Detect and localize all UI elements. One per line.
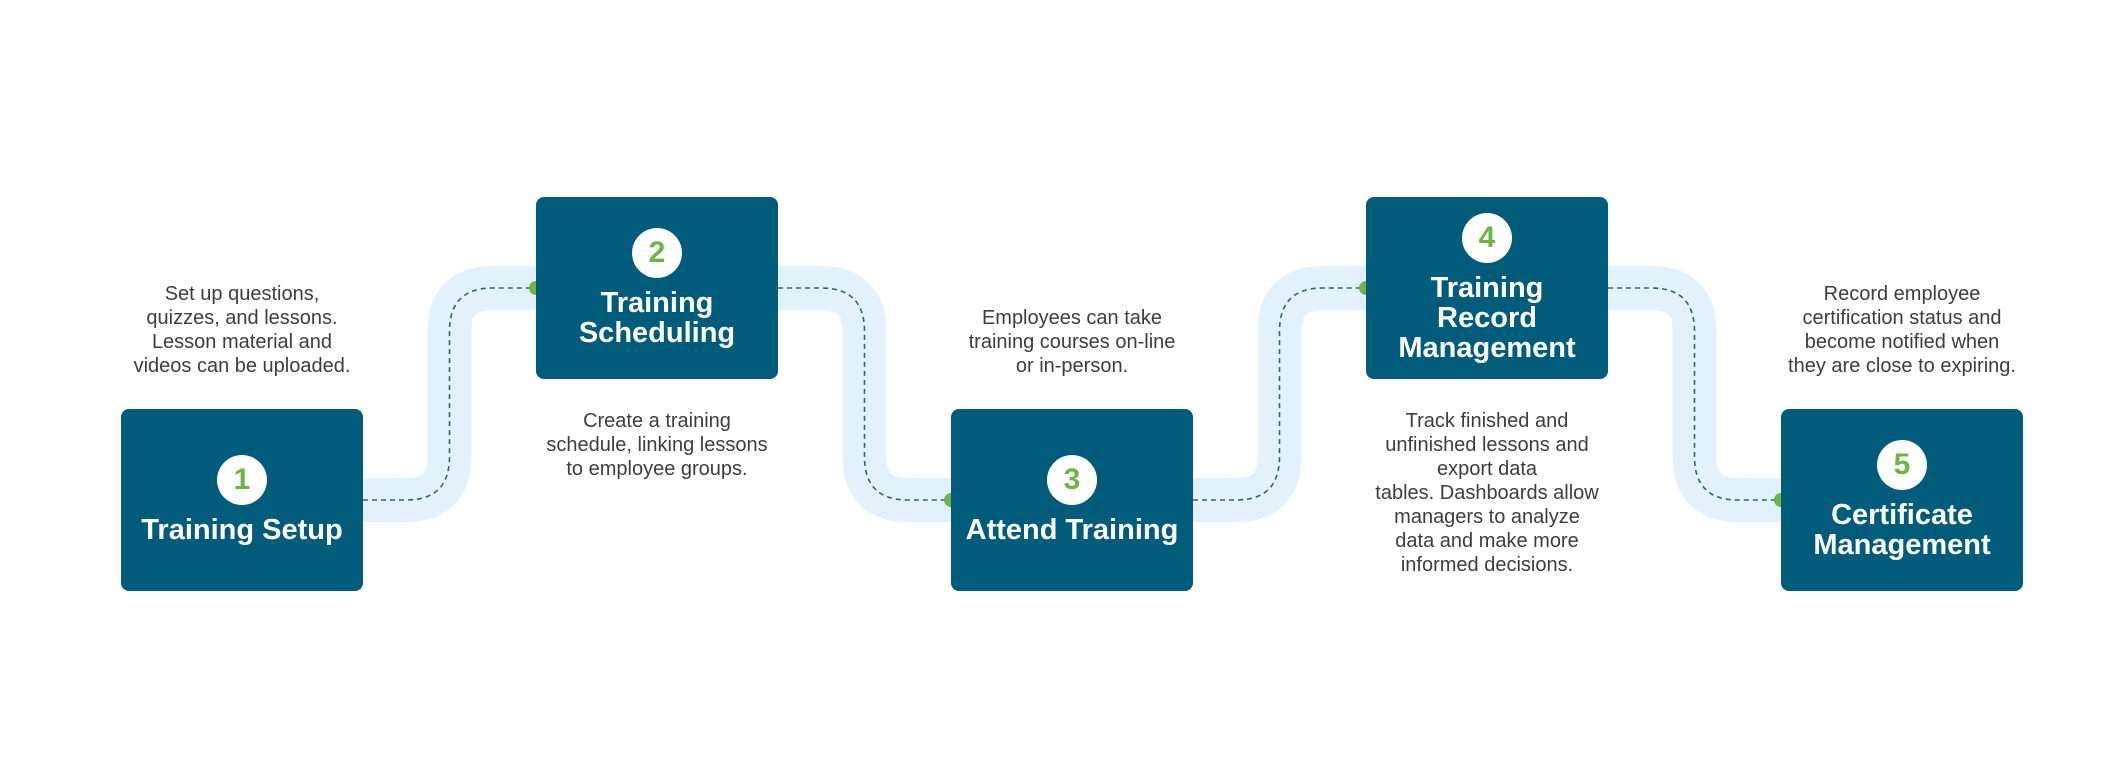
step-1-description: Set up questions, quizzes, and lessons. … [133, 283, 351, 377]
step-1-box: 1 Training Setup [121, 409, 363, 591]
step-2-box: 2 Training Scheduling [536, 197, 778, 379]
step-1-number-badge: 1 [217, 455, 267, 505]
step-1-title: Training Setup [141, 514, 343, 546]
step-5-description: Record employee certification status and… [1788, 283, 2016, 377]
step-4-box: 4 Training Record Management [1366, 197, 1608, 379]
step-2-description: Create a training schedule, linking less… [546, 410, 768, 480]
connector-dashed-line-3-4 [1193, 287, 1366, 501]
connector-dashed-line-2-3 [778, 287, 951, 501]
step-3-title: Attend Training [965, 514, 1179, 546]
connector-track-4-5 [1608, 266, 1781, 522]
step-3-box: 3 Attend Training [951, 409, 1193, 591]
step-5-title: Certificate Management [1813, 499, 1991, 561]
connector-dashed-line-4-5 [1608, 287, 1781, 501]
connector-track-2-3 [778, 266, 951, 522]
step-4-description: Track finished and unfinished lessons an… [1375, 410, 1599, 576]
step-2-number-badge: 2 [632, 228, 682, 278]
step-2-title: Training Scheduling [578, 287, 736, 349]
step-5-box: 5 Certificate Management [1781, 409, 2023, 591]
connector-track-3-4 [1193, 266, 1366, 522]
step-4-number-badge: 4 [1462, 213, 1512, 263]
step-3-description: Employees can take training courses on-l… [968, 307, 1176, 377]
step-3-number-badge: 3 [1047, 455, 1097, 505]
connector-track-1-2 [363, 266, 536, 522]
step-5-number-badge: 5 [1877, 440, 1927, 490]
step-4-title: Training Record Management [1398, 272, 1576, 364]
connector-dashed-line-1-2 [363, 287, 536, 501]
